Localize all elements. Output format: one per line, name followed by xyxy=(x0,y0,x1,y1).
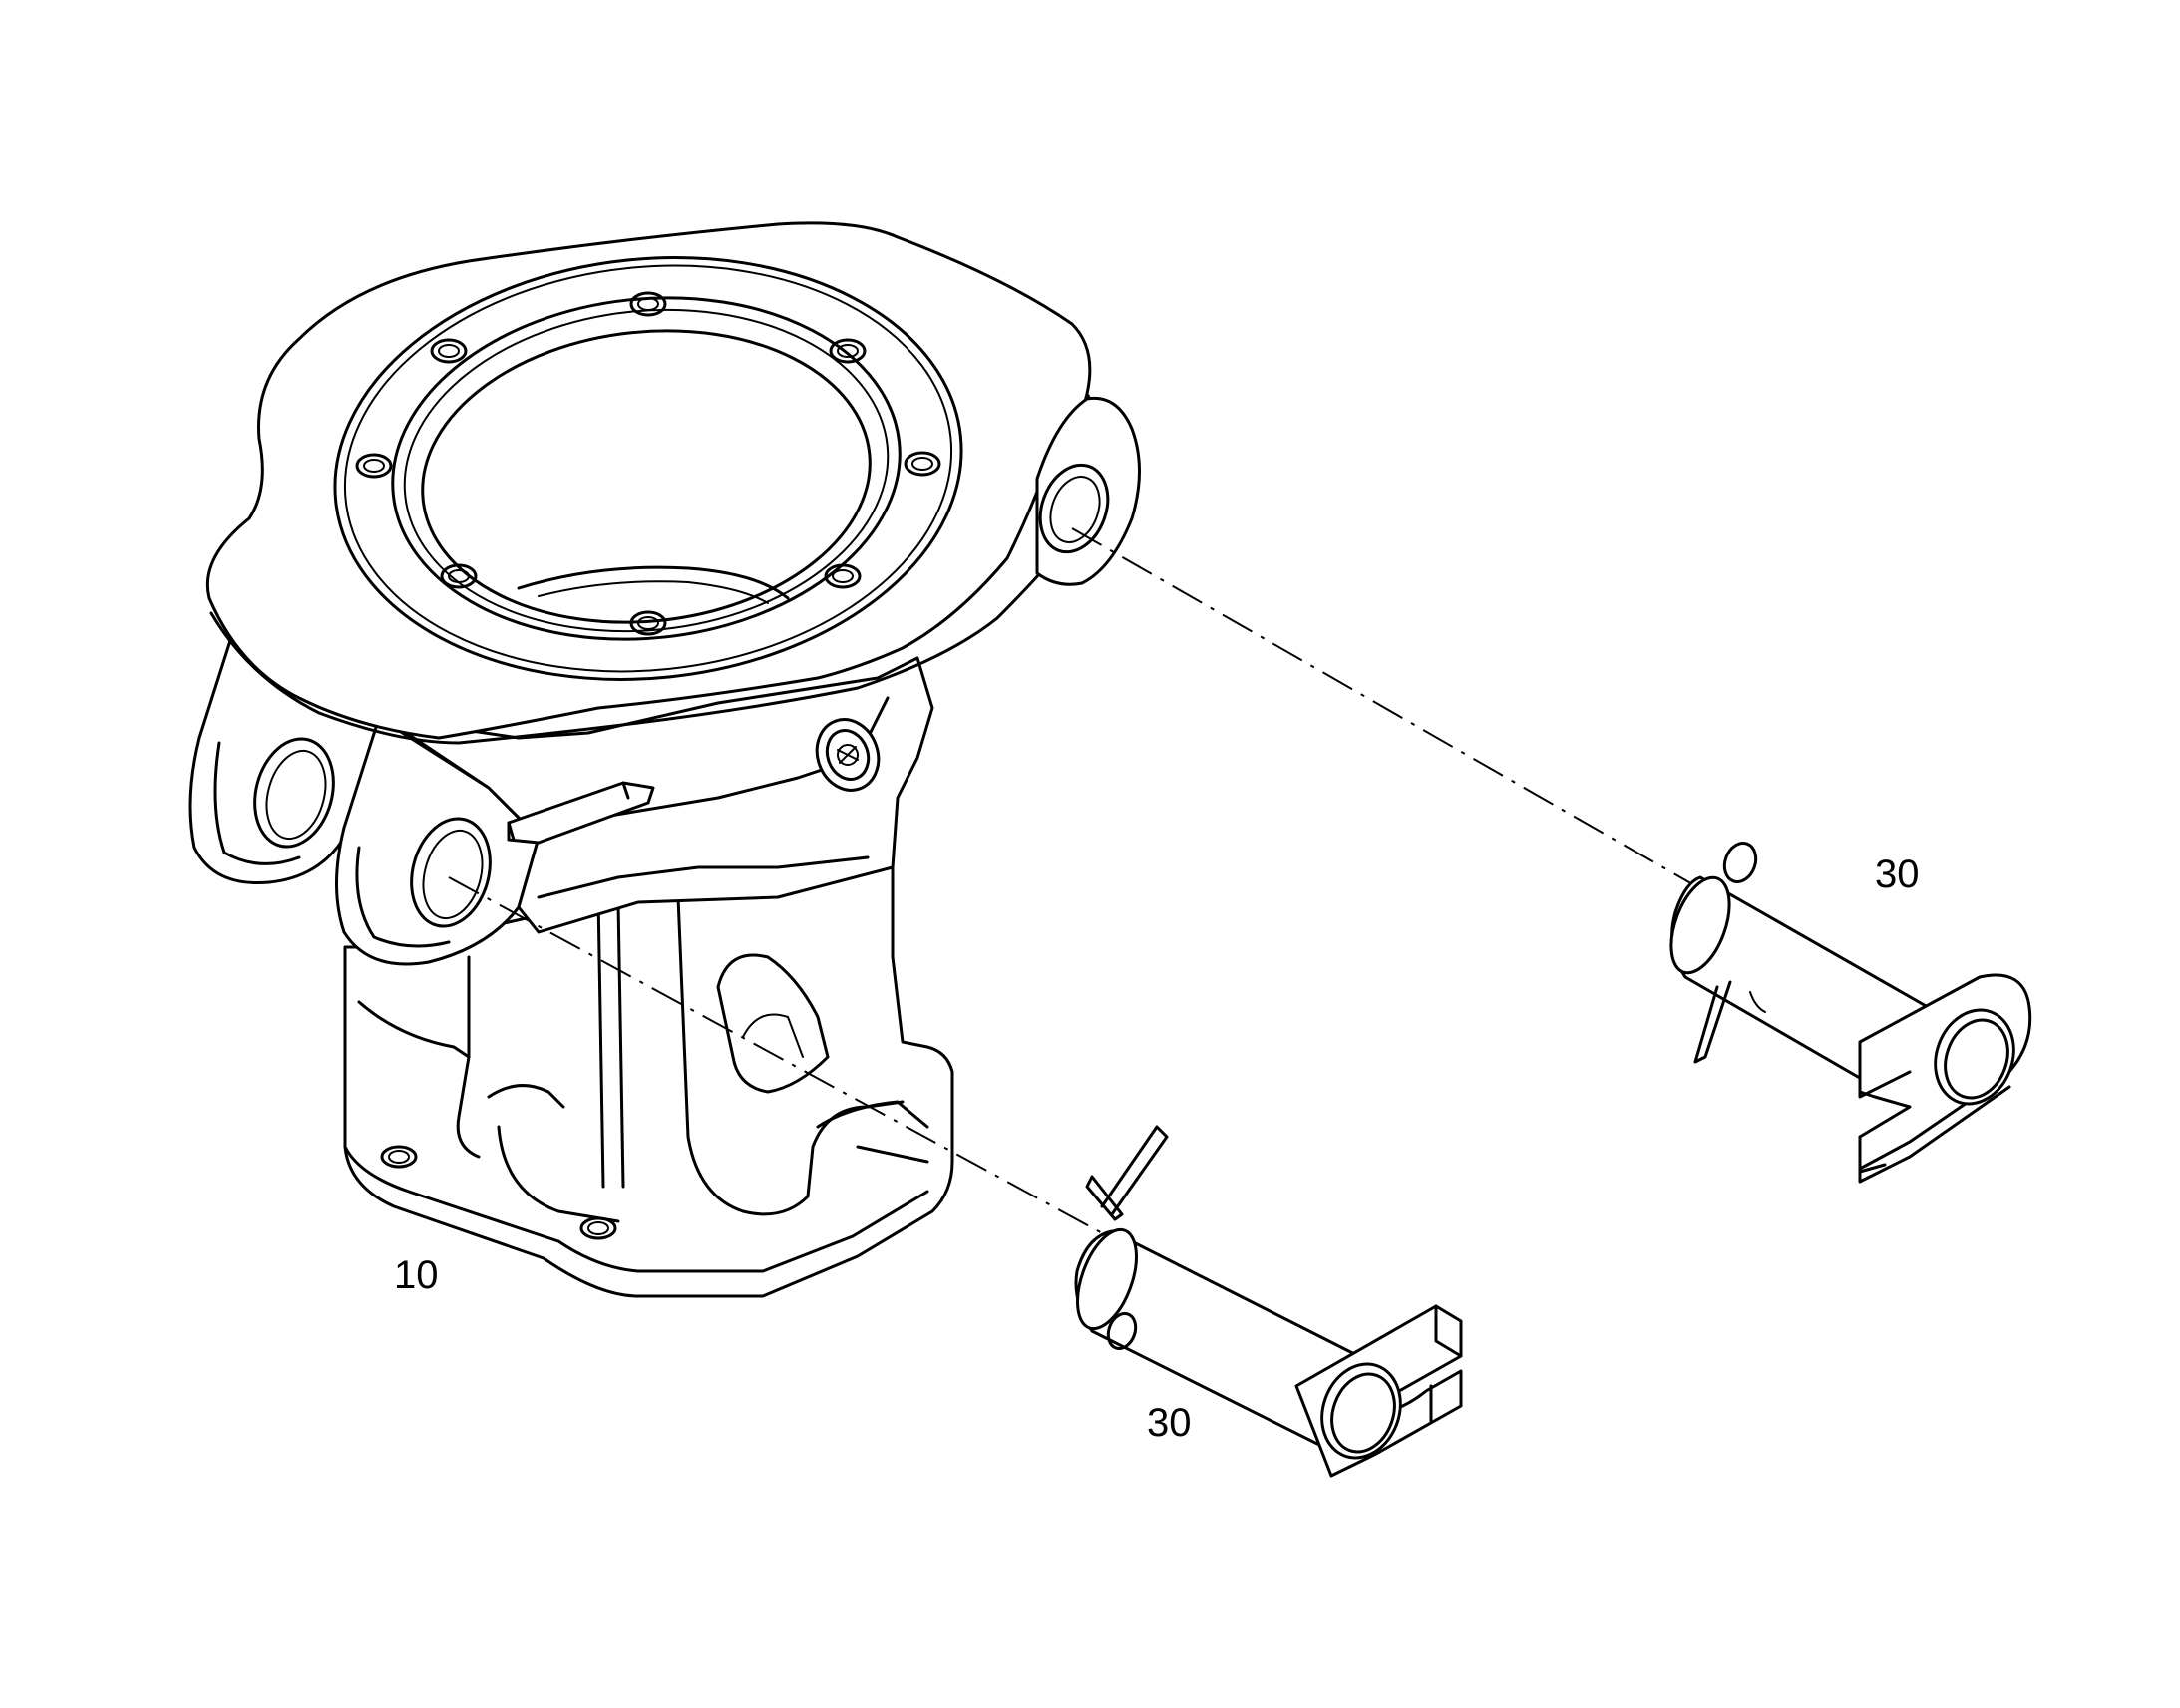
housing-key-boss-top xyxy=(507,781,630,842)
housing-left-front-lug xyxy=(335,716,541,966)
housing-lower-chamfer xyxy=(816,1100,929,1164)
assembly-axis-lower xyxy=(448,876,1118,1242)
housing-web-rib xyxy=(596,895,625,1189)
housing-lower-body xyxy=(343,865,954,1298)
bolt-ring-outer-2 xyxy=(343,264,953,673)
pin-lower-head xyxy=(1320,1362,1402,1460)
housing-left-front-bore xyxy=(410,817,492,928)
housing-web-left xyxy=(357,1000,481,1159)
housing-mid-body xyxy=(382,656,934,934)
pin-lower-head-inner xyxy=(1330,1372,1396,1454)
housing-left-outer-lug xyxy=(188,626,386,885)
housing-base-hole-left xyxy=(380,1145,418,1169)
pin-upper-split-pin-tip xyxy=(1749,991,1766,1013)
assembly-axis-upper xyxy=(1071,527,1716,898)
pin-upper-clevis-depth xyxy=(1858,1085,2011,1184)
bore-ring-outer xyxy=(391,296,902,641)
bore-ring-inner xyxy=(421,329,872,624)
callout-pin-upper: 30 xyxy=(1875,853,1920,896)
housing-left-front-bore-inner xyxy=(422,829,484,920)
housing-slot-inner xyxy=(742,1013,804,1058)
housing-base-hole-left-inner xyxy=(388,1150,410,1164)
bolt-ring-outer xyxy=(333,256,963,681)
pin-upper-head xyxy=(1934,1008,2015,1106)
pin-lower-clevis-slot xyxy=(1429,1304,1463,1423)
bearing-seat-inner xyxy=(538,580,769,604)
housing-mid-lower-fold xyxy=(537,855,870,899)
pin-lower-ring xyxy=(1106,1312,1138,1350)
pin-lower-end xyxy=(1076,1227,1138,1331)
bearing-seat xyxy=(517,565,790,600)
housing-left-outer-bore xyxy=(253,737,335,849)
pin-upper-end xyxy=(1669,875,1731,975)
housing-flange-edge xyxy=(209,551,1059,745)
housing-inner-pocket xyxy=(497,1125,620,1223)
grease-nipple xyxy=(815,718,881,792)
pin-upper-head-inner xyxy=(1944,1018,2009,1100)
housing-part xyxy=(188,221,1141,1298)
flange-bolt-holes xyxy=(355,291,941,636)
pin-upper-ring xyxy=(1722,842,1758,883)
pin-lower-split-pin xyxy=(1100,1125,1169,1216)
housing-base-hole-right-inner xyxy=(587,1221,609,1235)
housing-left-front-lug-inner xyxy=(355,846,451,948)
housing-left-outer-bore-inner xyxy=(265,749,327,841)
housing-base-hole-right xyxy=(579,1216,617,1240)
housing-right-ear-bore xyxy=(1038,463,1110,554)
housing-web-mid xyxy=(467,955,565,1109)
callout-pin-lower: 30 xyxy=(1147,1401,1192,1445)
housing-lower-face-edge xyxy=(343,1145,929,1273)
pin-upper xyxy=(1669,842,2032,1184)
pin-lower-split-pin-lead xyxy=(1085,1175,1124,1221)
housing-left-outer-lug-inner xyxy=(213,741,301,865)
housing-right-ear xyxy=(1035,396,1141,586)
callout-housing: 10 xyxy=(394,1253,439,1297)
pin-lower xyxy=(1074,1125,1463,1478)
housing-slot xyxy=(716,953,830,1094)
housing-right-ear-bore-inner xyxy=(1049,476,1101,543)
housing-flange-plate xyxy=(205,221,1092,740)
pin-upper-split-pin xyxy=(1693,980,1732,1064)
